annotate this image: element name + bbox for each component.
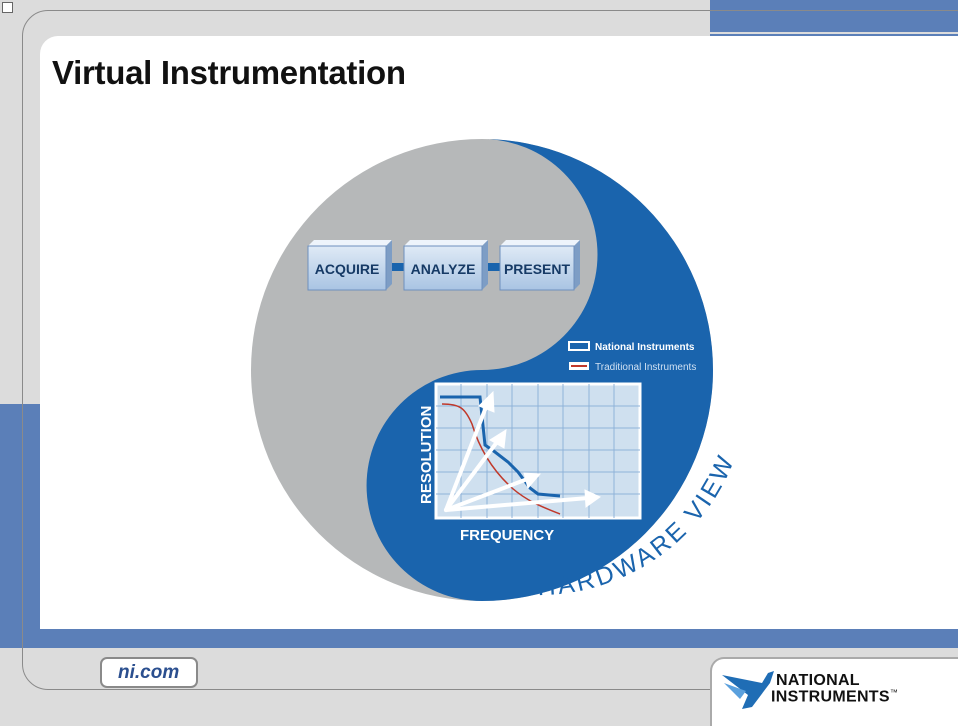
ni-eagle-icon	[722, 671, 774, 709]
ni-com-link[interactable]: ni.com	[118, 662, 180, 683]
legend: National Instruments Traditional Instrum…	[568, 341, 696, 373]
growth-arrows	[444, 390, 601, 512]
slide-title: Virtual Instrumentation	[52, 54, 406, 91]
step-analyze-box: ANALYZE	[403, 240, 488, 291]
logo-text-national: NATIONAL	[776, 672, 860, 689]
legend-label-traditional: Traditional Instruments	[595, 362, 696, 373]
process-steps: ACQUIRE ANALYZE PRESENT	[307, 240, 580, 291]
slide-frame	[22, 10, 958, 690]
y-axis-label: RESOLUTION	[418, 406, 435, 504]
left-accent-bar	[0, 404, 40, 648]
logo-instruments-word: INSTRUMENTS	[771, 688, 890, 706]
ni-com-link-box[interactable]	[100, 657, 198, 688]
logo-text-instruments: INSTRUMENTS™	[771, 688, 898, 706]
step-present-label: PRESENT	[504, 261, 571, 277]
connector-2	[474, 263, 508, 271]
x-axis-label: FREQUENCY	[460, 527, 554, 544]
top-accent-bar	[710, 0, 958, 32]
corner-marker	[2, 2, 13, 13]
step-acquire-label: ACQUIRE	[315, 261, 380, 277]
connector-1	[378, 263, 412, 271]
step-analyze-label: ANALYZE	[411, 261, 476, 277]
step-present-box: PRESENT	[499, 240, 580, 291]
legend-label-ni: National Instruments	[595, 342, 695, 353]
step-acquire-box: ACQUIRE	[307, 240, 392, 291]
bottom-accent-bar	[40, 629, 958, 648]
performance-graph: RESOLUTION FREQUENCY	[418, 382, 642, 544]
trademark-symbol: ™	[889, 688, 899, 697]
legend-swatch-ni	[568, 341, 590, 351]
